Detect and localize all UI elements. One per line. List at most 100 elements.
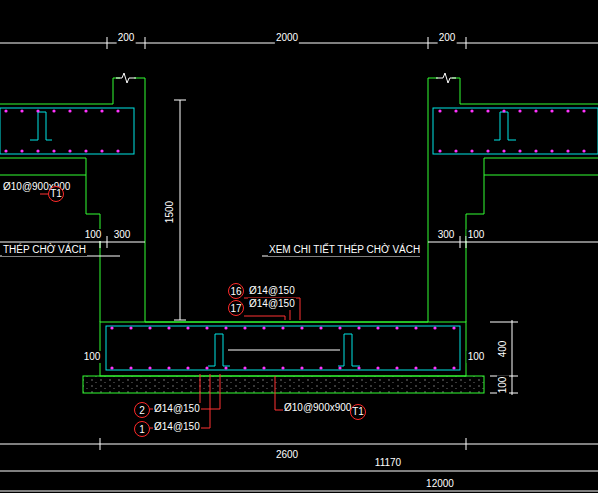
rebar-dot xyxy=(414,366,417,369)
dimension-text: 11170 xyxy=(374,457,402,469)
dimension-text: 300 xyxy=(113,229,132,241)
rebar-dot xyxy=(338,326,341,329)
rebar-dot xyxy=(52,109,55,112)
rebar-dot xyxy=(582,109,585,112)
rebar-dot xyxy=(452,326,455,329)
dimension-text: 100 xyxy=(83,351,102,363)
rebar-dot xyxy=(129,326,132,329)
rebar-dot xyxy=(243,326,246,329)
dimension-text: Ø10@900x900 xyxy=(283,402,352,414)
rebar-dot xyxy=(518,149,521,152)
rebar-dot xyxy=(376,366,379,369)
rebar-dot xyxy=(582,149,585,152)
rebar-dot xyxy=(470,109,473,112)
rebar-dot xyxy=(4,109,7,112)
rebar-dot xyxy=(300,326,303,329)
lean-concrete xyxy=(83,376,484,393)
rebar-dot xyxy=(148,366,151,369)
rebar-dot xyxy=(262,326,265,329)
rebar-dot xyxy=(452,366,455,369)
dimension-text: 300 xyxy=(437,229,456,241)
rebar-dot xyxy=(376,326,379,329)
rebar-dot xyxy=(414,326,417,329)
callout-number: 16 xyxy=(230,286,241,297)
rebar-dot xyxy=(300,366,303,369)
callout-number: T1 xyxy=(352,406,364,417)
rebar-dot xyxy=(438,109,441,112)
dimension-text: 2600 xyxy=(275,449,299,461)
rebar-dot xyxy=(518,109,521,112)
rebar-dot xyxy=(224,366,227,369)
dimension-text: 100 xyxy=(467,229,486,241)
rebar xyxy=(0,108,598,370)
dimension-text-vertical: 400 xyxy=(497,340,509,359)
dimension-text: 12000 xyxy=(425,478,455,490)
dimension-text: 200 xyxy=(117,32,136,44)
callout-circle: T1 xyxy=(350,404,367,421)
callout-circle: T1 xyxy=(48,186,65,203)
rebar-dot xyxy=(357,366,360,369)
rebar-dot xyxy=(4,149,7,152)
rebar-dot xyxy=(116,109,119,112)
rebar-dot xyxy=(454,109,457,112)
rebar-dot xyxy=(205,366,208,369)
rebar-dot xyxy=(281,366,284,369)
rebar-dot xyxy=(148,326,151,329)
rebar-dot xyxy=(110,366,113,369)
rebar-dot xyxy=(566,149,569,152)
rebar-dot xyxy=(438,149,441,152)
rebar-dot xyxy=(167,326,170,329)
rebar-dot xyxy=(52,149,55,152)
dimension-text: 200 xyxy=(438,32,457,44)
rebar-dot xyxy=(486,109,489,112)
rebar-dot xyxy=(186,366,189,369)
rebar-dot xyxy=(100,109,103,112)
rebar-dot xyxy=(68,109,71,112)
rebar-dot xyxy=(433,326,436,329)
rebar-dot xyxy=(36,149,39,152)
rebar-dot xyxy=(281,326,284,329)
rebar-dot xyxy=(470,149,473,152)
rebar-dot xyxy=(262,366,265,369)
rebar-dot xyxy=(550,109,553,112)
rebar-dot xyxy=(566,109,569,112)
callout-number: 2 xyxy=(139,405,145,416)
rebar-dot xyxy=(319,326,322,329)
dimension-text: 100 xyxy=(84,229,103,241)
rebar-dot xyxy=(20,109,23,112)
rebar-dot xyxy=(224,326,227,329)
callout-circle: 1 xyxy=(134,421,150,437)
rebar-dot xyxy=(100,149,103,152)
rebar-dot xyxy=(110,326,113,329)
dimension-text: Ø14@150 xyxy=(153,403,201,415)
rebar-dot xyxy=(167,366,170,369)
callout-circle: 16 xyxy=(228,283,244,299)
rebar-dot xyxy=(84,149,87,152)
rebar-dot xyxy=(68,149,71,152)
dimension-lines xyxy=(0,37,598,491)
dimension-text-vertical: 1500 xyxy=(164,200,176,224)
rebar-dot xyxy=(243,366,246,369)
callout-circle: 2 xyxy=(134,402,150,418)
dimension-text: 2000 xyxy=(275,32,299,44)
rebar-dot xyxy=(395,366,398,369)
dimension-text: Ø14@150 xyxy=(153,421,201,433)
dimension-text: THÉP CHỜ VÁCH xyxy=(2,244,87,256)
rebar-dot xyxy=(205,326,208,329)
rebar-dot xyxy=(502,109,505,112)
dimension-text: Ø14@150 xyxy=(248,285,296,297)
rebar-dot xyxy=(433,366,436,369)
leader-lines xyxy=(40,194,350,428)
rebar-dot xyxy=(36,109,39,112)
rebar-dot xyxy=(534,149,537,152)
callout-number: 17 xyxy=(230,303,241,314)
rebar-dot xyxy=(186,326,189,329)
wall-break-symbol xyxy=(116,73,456,83)
rebar-dot xyxy=(534,109,537,112)
rebar-dots xyxy=(4,109,585,369)
rebar-dot xyxy=(502,149,505,152)
rebar-dot xyxy=(84,109,87,112)
dimension-text-vertical: 100 xyxy=(497,376,509,395)
rebar-dot xyxy=(338,366,341,369)
rebar-dot xyxy=(20,149,23,152)
